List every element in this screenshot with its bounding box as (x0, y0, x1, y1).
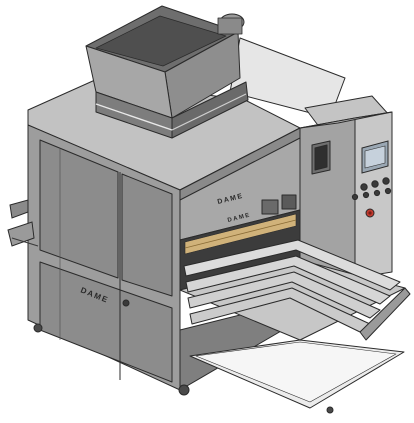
caster-wheel (326, 406, 334, 414)
hopper (85, 5, 249, 139)
control-cabinet (299, 111, 393, 283)
brand-mark-front: DAME (227, 212, 251, 224)
control-knob (360, 183, 368, 191)
control-knob (371, 180, 379, 188)
machine-feet (33, 323, 334, 414)
front-tray (189, 339, 405, 409)
control-knob (382, 177, 390, 185)
caster-wheel (178, 384, 190, 396)
control-knob (373, 189, 381, 197)
control-panel (351, 140, 392, 218)
caster-wheel (33, 323, 43, 333)
left-fixtures (7, 199, 130, 307)
control-knob (351, 193, 359, 201)
output-conveyor (179, 239, 411, 341)
control-knob (362, 191, 370, 199)
control-knob (384, 187, 392, 195)
